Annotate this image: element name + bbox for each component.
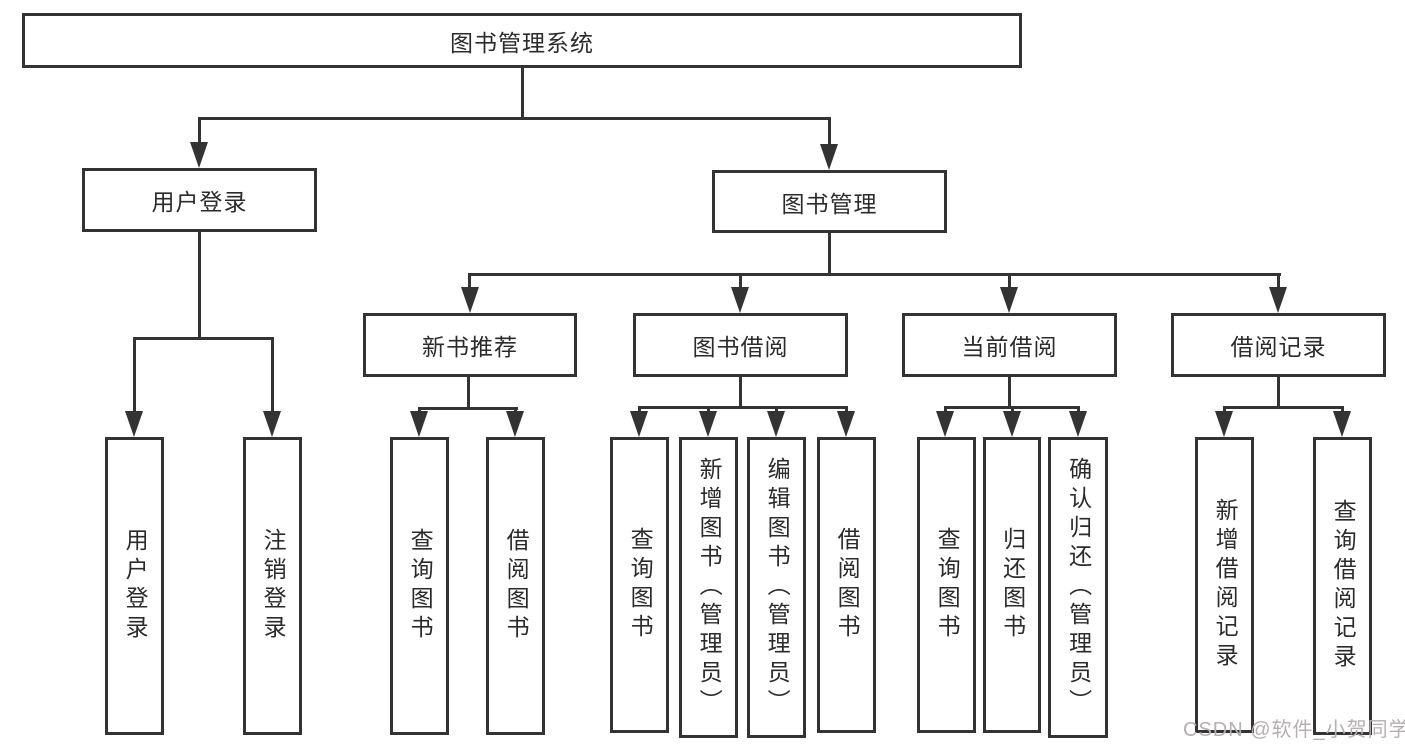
arrowhead-down-icon (936, 411, 954, 437)
node-label: 归还图书 (999, 527, 1026, 643)
connector-line (944, 406, 947, 415)
connector-line (638, 406, 641, 415)
leaf-user-login: 用户登录 (105, 437, 164, 735)
node-label: 注销登录 (260, 528, 287, 644)
arrowhead-down-icon (820, 144, 838, 170)
node-label: 借阅记录 (1230, 334, 1327, 360)
connector-line (467, 377, 470, 410)
node-label: 图书管理 (781, 190, 878, 217)
connector-line (1277, 273, 1280, 291)
node-label: 新书推荐 (422, 334, 518, 360)
connector-line (1011, 406, 1014, 415)
connector-line (418, 407, 518, 410)
connector-line (1008, 273, 1011, 291)
connector-line (198, 117, 831, 120)
node-label: 新增借阅记录 (1212, 498, 1239, 672)
node-new-book-recommendation: 新书推荐 (363, 313, 577, 377)
connector-line (468, 273, 471, 291)
arrowhead-down-icon (1269, 287, 1287, 313)
node-label: 用户登录 (151, 189, 248, 215)
node-book-borrowing: 图书借阅 (633, 313, 848, 377)
connector-line (198, 117, 201, 146)
connector-line (707, 406, 710, 415)
connector-line (845, 406, 848, 415)
arrowhead-down-icon (410, 411, 428, 437)
node-current-borrowing: 当前借阅 (902, 313, 1117, 377)
leaf-add-books-admin: 新增图书（管理员） (679, 437, 738, 738)
leaf-return-books: 归还图书 (983, 437, 1041, 733)
node-user-login: 用户登录 (82, 168, 317, 232)
connector-line (271, 337, 274, 415)
connector-line (739, 273, 742, 291)
connector-line (198, 232, 201, 339)
node-label: 借阅图书 (834, 527, 861, 643)
node-book-management: 图书管理 (712, 170, 947, 233)
connector-line (775, 406, 778, 415)
arrowhead-down-icon (699, 411, 717, 437)
node-label: 查询借阅记录 (1330, 499, 1357, 673)
node-label: 图书借阅 (692, 334, 789, 360)
node-label: 当前借阅 (961, 334, 1058, 360)
leaf-add-borrow-record: 新增借阅记录 (1195, 437, 1254, 733)
connector-line (133, 337, 136, 415)
connector-line (1223, 406, 1344, 409)
arrowhead-down-icon (1215, 411, 1233, 437)
connector-line (1341, 406, 1344, 415)
arrowhead-down-icon (506, 411, 524, 437)
node-label: 图书管理系统 (450, 29, 594, 56)
csdn-watermark: CSDN @软件_小贺同学 (1183, 719, 1405, 741)
arrowhead-down-icon (461, 287, 479, 313)
arrowhead-down-icon (731, 287, 749, 313)
connector-line (828, 233, 831, 276)
leaf-query-borrow-record: 查询借阅记录 (1313, 437, 1372, 735)
connector-line (638, 406, 848, 409)
arrowhead-down-icon (263, 411, 281, 437)
node-label: 查询图书 (934, 527, 961, 643)
node-label: 借阅图书 (503, 528, 530, 644)
arrowhead-down-icon (767, 411, 785, 437)
node-label: 编辑图书（管理员） (764, 457, 791, 718)
node-label: 查询图书 (627, 527, 654, 643)
node-label: 确认归还（管理员） (1065, 457, 1092, 718)
leaf-query-books-3: 查询图书 (917, 437, 976, 733)
connector-line (521, 68, 524, 117)
leaf-query-books-2: 查询图书 (610, 437, 669, 733)
node-label: 查询图书 (407, 528, 434, 644)
connector-line (1223, 406, 1226, 415)
arrowhead-down-icon (1000, 287, 1018, 313)
connector-line (468, 273, 1281, 276)
arrowhead-down-icon (1069, 411, 1087, 437)
node-borrowing-records: 借阅记录 (1171, 313, 1386, 377)
arrowhead-down-icon (1003, 411, 1021, 437)
leaf-borrow-books-1: 借阅图书 (486, 437, 545, 735)
connector-line (133, 337, 274, 340)
arrowhead-down-icon (837, 411, 855, 437)
connector-line (739, 377, 742, 409)
leaf-confirm-return-admin: 确认归还（管理员） (1048, 437, 1108, 738)
arrowhead-down-icon (190, 142, 208, 168)
connector-line (828, 117, 831, 148)
connector-line (1008, 377, 1011, 409)
connector-line (1077, 406, 1080, 415)
leaf-logout: 注销登录 (243, 437, 302, 735)
node-library-management-system: 图书管理系统 (22, 13, 1022, 68)
leaf-edit-books-admin: 编辑图书（管理员） (747, 437, 806, 738)
arrowhead-down-icon (125, 411, 143, 437)
leaf-borrow-books-2: 借阅图书 (817, 437, 876, 733)
arrowhead-down-icon (1333, 411, 1351, 437)
node-label: 用户登录 (122, 528, 149, 644)
node-label: 新增图书（管理员） (696, 457, 723, 718)
arrowhead-down-icon (630, 411, 648, 437)
connector-line (1277, 377, 1280, 409)
leaf-query-books-1: 查询图书 (390, 437, 449, 735)
